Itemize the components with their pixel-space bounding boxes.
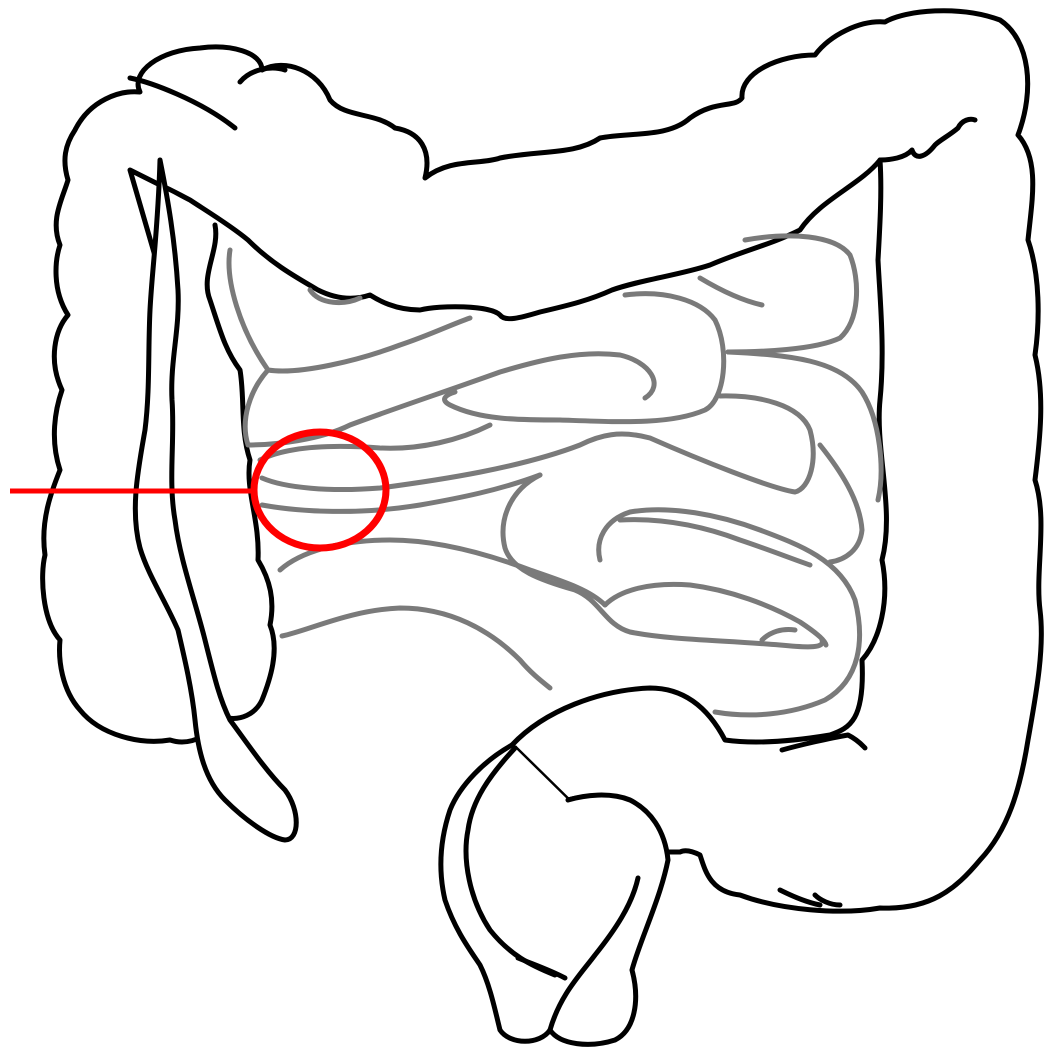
small-intestine-loop-4: [445, 294, 724, 422]
small-intestine-loop-15: [762, 629, 795, 640]
small-intestine-loop-18: [820, 445, 862, 562]
small-intestine-loop-10: [262, 475, 540, 511]
small-intestine-loop-11: [503, 475, 822, 647]
small-intestine-loop-5: [700, 278, 762, 305]
ascending-colon-inner-edge: [207, 225, 274, 718]
small-intestine-loop-17: [282, 608, 550, 688]
small-intestine-loop-12: [599, 510, 860, 715]
small-intestine-loop-13: [620, 520, 810, 565]
